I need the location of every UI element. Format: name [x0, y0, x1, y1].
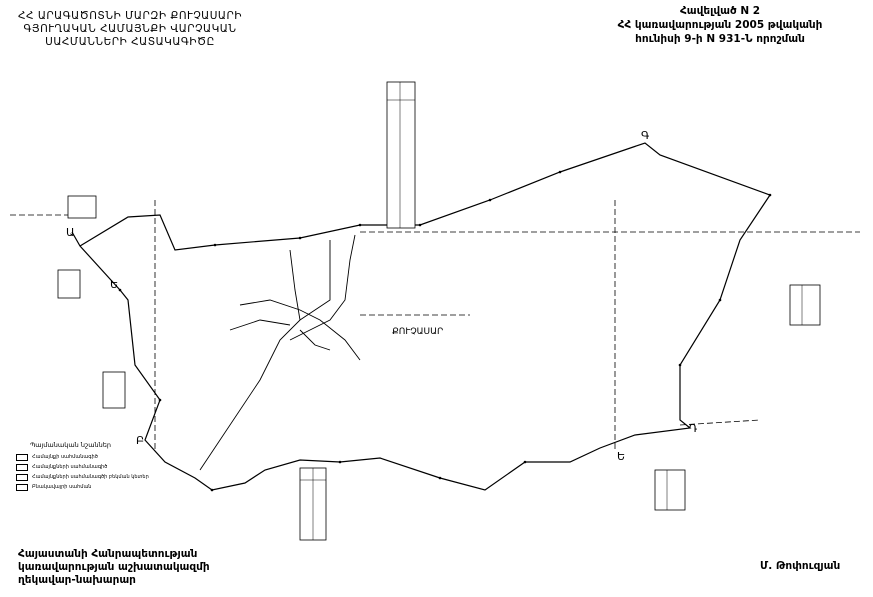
coordinate-table [654, 469, 686, 511]
table-grid-lines [300, 82, 803, 540]
corner-label: Ե [110, 278, 118, 291]
title-line: ՍԱՀՄԱՆՆԵՐԻ ՀԱՏԱԿԱԳԻԾԸ [45, 36, 215, 48]
coordinate-table [789, 284, 821, 326]
signatory-line: ղեկավար-նախարար [18, 574, 136, 586]
annex-line: հունիսի 9-ի N 931-Ն որոշման [635, 33, 805, 45]
legend-label: Բնակավայրի սահման [32, 484, 92, 490]
signatory-line: Հայաստանի Հանրապետության [18, 548, 198, 560]
legend-title: Պայմանական նշաններ [30, 441, 112, 449]
coordinate-table [67, 195, 97, 219]
dashed-lines [10, 200, 860, 450]
place-label: ՔՈՒՉԱՍԱՐ [392, 327, 443, 337]
legend-symbol [16, 453, 28, 461]
corner-label: Ա [66, 226, 74, 239]
legend-label: Համայնքի սահմանագիծ [32, 454, 98, 460]
legend-item: Համայնքների սահմանագիծ [16, 462, 149, 472]
boundary-line [71, 142, 771, 491]
corner-label: Բ [136, 434, 144, 447]
legend-label: Համայնքների սահմանագիծ [32, 464, 108, 470]
legend-item: Համայնքի սահմանագիծ [16, 452, 149, 462]
document-title: ՀՀ ԱՐԱԳԱԾՈՏՆԻ ՄԱՐԶԻ ՔՈՒՉԱՍԱՐԻ ԳՅՈՒՂԱԿԱՆ … [0, 10, 260, 49]
map-legend: Պայմանական նշաններ Համայնքի սահմանագիծ Հ… [16, 440, 149, 492]
legend-item: Համայնքների սահմանագծի բեկման կետեր [16, 472, 149, 482]
annex-line: Հավելված N 2 [679, 5, 761, 17]
boundary-points [118, 170, 772, 492]
corner-label: Գ [641, 129, 650, 142]
title-line: ՀՀ ԱՐԱԳԱԾՈՏՆԻ ՄԱՐԶԻ ՔՈՒՉԱՍԱՐԻ [17, 10, 242, 22]
coordinate-table [386, 81, 416, 229]
signatory-name: Մ. Թոփուզյան [760, 560, 841, 572]
annex-header: Հավելված N 2 ՀՀ կառավարության 2005 թվակա… [570, 4, 870, 46]
coordinate-tables [57, 81, 821, 541]
corner-label: Դ [689, 422, 697, 435]
title-line: ԳՅՈՒՂԱԿԱՆ ՀԱՄԱՅՆՔԻ ՎԱՐՉԱԿԱՆ [23, 23, 237, 35]
legend-symbol [16, 463, 28, 471]
coordinate-table [57, 269, 81, 299]
corner-label: Ե [617, 450, 625, 463]
legend-label: Համայնքների սահմանագծի բեկման կետեր [32, 474, 149, 480]
signatory-line: կառավարության աշխատակազմի [18, 561, 210, 573]
community-boundary [71, 142, 771, 491]
signatory-title: Հայաստանի Հանրապետության կառավարության ա… [18, 548, 210, 587]
coordinate-table [102, 371, 126, 409]
roads [199, 234, 361, 471]
legend-symbol [16, 473, 28, 481]
legend-symbol [16, 483, 28, 491]
legend-item: Բնակավայրի սահման [16, 482, 149, 492]
annex-line: ՀՀ կառավարության 2005 թվականի [617, 19, 823, 31]
corner-labels: Ա Բ Գ Դ Ե Ե [66, 129, 697, 463]
